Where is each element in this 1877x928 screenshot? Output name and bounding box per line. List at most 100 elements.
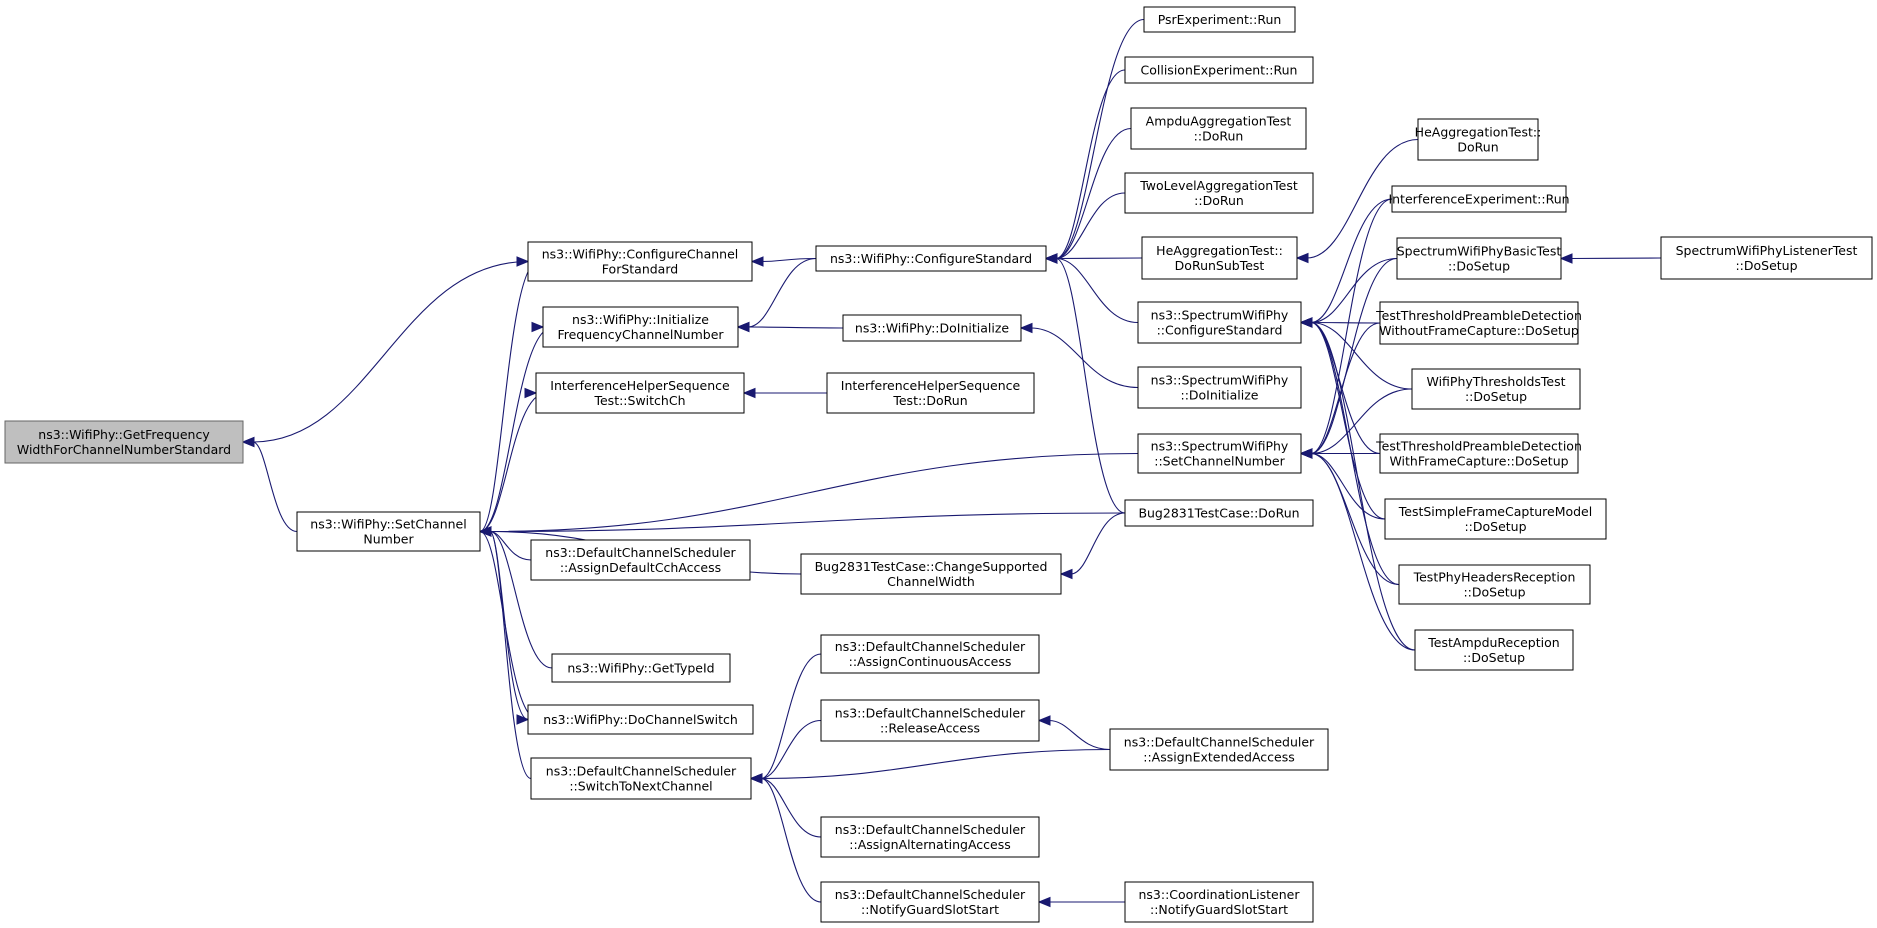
node-psr[interactable]: PsrExperiment::Run [1143, 6, 1296, 33]
node-label-line: SpectrumWifiPhyListenerTest [1676, 243, 1858, 258]
node-box [826, 372, 1035, 414]
node-tphr[interactable]: TestPhyHeadersReception::DoSetup [1398, 564, 1591, 605]
node-label-line: ns3::WifiPhy::Initialize [572, 312, 709, 327]
node-swbasic[interactable]: SpectrumWifiPhyBasicTest::DoSetup [1396, 237, 1562, 280]
node-box [1124, 56, 1314, 84]
node-heagsub[interactable]: HeAggregationTest::DoRunSubTest [1141, 236, 1298, 280]
node-label-line: ::NotifyGuardSlotStart [861, 902, 999, 917]
node-initfreq[interactable]: ns3::WifiPhy::InitializeFrequencyChannel… [542, 306, 739, 348]
edge-ihdorun-to-ihsw [742, 387, 827, 399]
node-heagrun[interactable]: HeAggregationTest::DoRun [1415, 118, 1542, 161]
node-label-line: ns3::SpectrumWifiPhy [1151, 373, 1289, 388]
node-label-line: WidthForChannelNumberStandard [17, 442, 231, 457]
node-dcsaca[interactable]: ns3::DefaultChannelScheduler::AssignCont… [820, 634, 1040, 674]
node-ierun[interactable]: InterferenceExperiment::Run [1388, 185, 1570, 213]
node-doinit[interactable]: ns3::WifiPhy::DoInitialize [842, 314, 1022, 342]
node-label-line: Number [363, 532, 414, 547]
edge-dcsaaa-to-switchnext [749, 773, 822, 838]
node-cfgstd[interactable]: ns3::WifiPhy::ConfigureStandard [815, 245, 1047, 272]
edge-setchan-to-initfreq [479, 321, 554, 533]
node-box [820, 816, 1040, 858]
node-label-line: ns3::SpectrumWifiPhy [1151, 308, 1289, 323]
node-clngs[interactable]: ns3::CoordinationListener::NotifyGuardSl… [1124, 881, 1314, 923]
node-switchnext[interactable]: ns3::DefaultChannelScheduler::SwitchToNe… [530, 757, 752, 800]
node-label-line: Test::SwitchCh [593, 393, 685, 408]
node-root[interactable]: ns3::WifiPhy::GetFrequencyWidthForChanne… [4, 420, 244, 464]
node-dochsw[interactable]: ns3::WifiPhy::DoChannelSwitch [527, 704, 754, 735]
edge-switchnext-to-setchan [478, 526, 532, 780]
node-label-line: ns3::WifiPhy::GetFrequency [38, 427, 210, 442]
node-box [4, 420, 244, 464]
node-swinit[interactable]: ns3::SpectrumWifiPhy::DoInitialize [1137, 366, 1302, 409]
node-tsfc[interactable]: TestSimpleFrameCaptureModel::DoSetup [1384, 498, 1607, 540]
node-label-line: ::DoSetup [1465, 389, 1527, 404]
edge-dcsaca-to-switchnext [749, 653, 822, 784]
node-bugrun[interactable]: Bug2831TestCase::DoRun [1124, 499, 1314, 527]
node-label-line: ::DoSetup [1448, 259, 1510, 274]
node-dcsaea[interactable]: ns3::DefaultChannelScheduler::AssignExte… [1109, 728, 1329, 771]
node-coll[interactable]: CollisionExperiment::Run [1124, 56, 1314, 84]
node-box [800, 553, 1062, 595]
edge-swlisten-to-swbasic [1559, 253, 1662, 264]
node-box [1130, 107, 1307, 150]
node-ampdu[interactable]: AmpduAggregationTest::DoRun [1130, 107, 1307, 150]
node-box [1660, 236, 1873, 280]
node-twolvl[interactable]: TwoLevelAggregationTest::DoRun [1124, 172, 1314, 214]
node-label-line: ns3::DefaultChannelScheduler [835, 822, 1026, 837]
node-swlisten[interactable]: SpectrumWifiPhyListenerTest::DoSetup [1660, 236, 1873, 280]
node-label-line: Bug2831TestCase::DoRun [1138, 506, 1299, 521]
node-label-line: ::NotifyGuardSlotStart [1150, 902, 1288, 917]
edge-doinit-to-initfreq [736, 321, 844, 333]
node-setchan[interactable]: ns3::WifiPhy::SetChannelNumber [296, 511, 481, 552]
edge-bugrun-to-bugcsw [1059, 512, 1126, 580]
node-dcsngs[interactable]: ns3::DefaultChannelScheduler::NotifyGuar… [820, 881, 1040, 923]
node-swcfg[interactable]: ns3::SpectrumWifiPhy::ConfigureStandard [1137, 301, 1302, 344]
node-box [1124, 881, 1314, 923]
edge-setchan-to-root [241, 436, 298, 533]
node-label-line: ns3::WifiPhy::GetTypeId [567, 661, 714, 676]
node-label-line: ns3::DefaultChannelScheduler [835, 706, 1026, 721]
node-bugcsw[interactable]: Bug2831TestCase::ChangeSupportedChannelW… [800, 553, 1062, 595]
edge-setchan-to-dochsw [479, 530, 539, 725]
edge-arrowhead [524, 387, 538, 399]
node-label-line: ns3::DefaultChannelScheduler [546, 764, 737, 779]
node-cfgchan[interactable]: ns3::WifiPhy::ConfigureChannelForStandar… [527, 241, 753, 282]
edge-bugrun-to-setchan [478, 512, 1126, 537]
edge-cfgstd-to-cfgchan [750, 256, 817, 267]
edge-arrowhead [516, 256, 530, 267]
edge-arrowhead [1044, 253, 1058, 264]
node-box [542, 306, 739, 348]
node-label-line: ns3::WifiPhy::SetChannel [310, 517, 466, 532]
edge-arrowhead [1059, 568, 1073, 580]
node-dcsadc[interactable]: ns3::DefaultChannelScheduler::AssignDefa… [530, 539, 751, 581]
edge-arrowhead [516, 714, 530, 725]
node-dcsrel[interactable]: ns3::DefaultChannelScheduler::ReleaseAcc… [820, 699, 1040, 742]
edge-arrowhead [750, 256, 764, 267]
node-label-line: ns3::WifiPhy::DoInitialize [855, 321, 1010, 336]
node-gettid[interactable]: ns3::WifiPhy::GetTypeId [551, 653, 731, 683]
node-box [1398, 564, 1591, 605]
node-label-line: ns3::CoordinationListener [1139, 887, 1301, 902]
node-tampdu[interactable]: TestAmpduReception::DoSetup [1414, 629, 1574, 671]
edge-ampdu-to-cfgstd [1044, 127, 1132, 264]
node-dcsaaa[interactable]: ns3::DefaultChannelScheduler::AssignAlte… [820, 816, 1040, 858]
edge-tampdu-to-swset [1299, 448, 1416, 651]
node-label-line: ::DoRun [1194, 129, 1244, 144]
node-ttpwo[interactable]: TestThresholdPreambleDetectionWithoutFra… [1375, 301, 1582, 345]
node-box [1124, 499, 1314, 527]
node-ttpw[interactable]: TestThresholdPreambleDetectionWithFrameC… [1375, 433, 1582, 474]
node-label-line: CollisionExperiment::Run [1141, 63, 1298, 78]
edge-setchan-to-cfgchan [479, 256, 539, 533]
node-box [527, 704, 754, 735]
node-box [530, 539, 751, 581]
edge-tampdu-to-swcfg [1299, 317, 1416, 651]
edge-cfgchan-to-root [241, 260, 529, 448]
node-label-line: ns3::DefaultChannelScheduler [1124, 735, 1315, 750]
node-label-line: TestThresholdPreambleDetection [1375, 439, 1582, 454]
node-swset[interactable]: ns3::SpectrumWifiPhy::SetChannelNumber [1137, 433, 1302, 474]
node-wpthr[interactable]: WifiPhyThresholdsTest::DoSetup [1411, 368, 1581, 410]
node-label-line: TestAmpduReception [1427, 635, 1559, 650]
edge-dcsaea-to-dcsrel [1037, 715, 1111, 751]
